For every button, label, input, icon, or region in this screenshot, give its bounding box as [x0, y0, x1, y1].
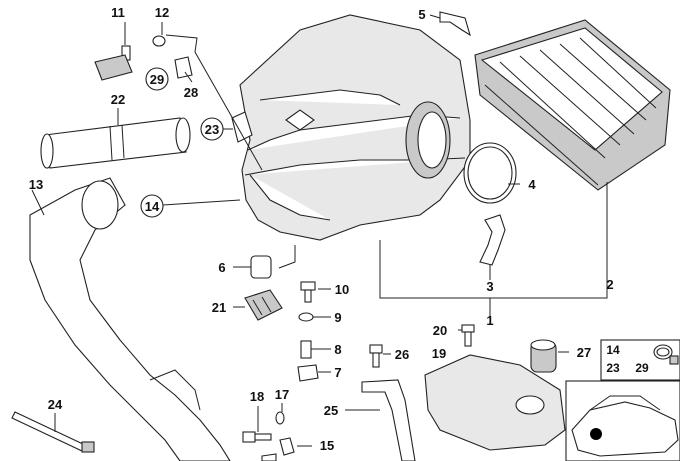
nut-7 — [297, 364, 319, 382]
legend-23: 23 — [606, 361, 620, 375]
cable-tie — [11, 411, 95, 453]
car-outline — [571, 401, 679, 457]
label-3: 3 — [486, 279, 493, 294]
label-26: 26 — [395, 347, 409, 362]
air-filter-housing — [239, 14, 471, 241]
clip-3 — [479, 214, 506, 266]
clip-15 — [279, 437, 295, 456]
label-11: 11 — [111, 5, 125, 20]
circled-label-14: 14 — [140, 194, 164, 218]
seal-ring-inner — [467, 146, 513, 200]
label-12: 12 — [155, 5, 169, 20]
damper-21 — [244, 289, 283, 321]
label-17: 17 — [275, 387, 289, 402]
resonator-19 — [424, 354, 566, 451]
label-18: 18 — [250, 389, 264, 404]
label-24: 24 — [48, 397, 63, 412]
screw-18 — [242, 431, 272, 443]
leader-lines — [31, 14, 608, 447]
label-20: 20 — [433, 323, 447, 338]
legend-box: 14 23 29 — [600, 339, 680, 381]
label-19: 19 — [432, 346, 446, 361]
circled-label-23: 23 — [200, 117, 224, 141]
label-27: 27 — [577, 345, 591, 360]
sensor-connector — [94, 45, 133, 81]
washer-9 — [298, 312, 314, 322]
rubber-8 — [300, 340, 312, 359]
seal-12 — [152, 35, 166, 47]
bracket-25 — [361, 379, 416, 461]
legend-clamp-icon — [653, 344, 679, 365]
air-filter-element — [474, 19, 671, 191]
intake-tube — [40, 117, 191, 169]
label-2: 2 — [606, 277, 613, 292]
label-15: 15 — [320, 438, 334, 453]
label-22: 22 — [111, 92, 125, 107]
intake-hose — [29, 177, 231, 461]
screw-20 — [461, 324, 475, 347]
screw-10 — [300, 281, 316, 303]
label-23: 23 — [205, 122, 219, 137]
label-7: 7 — [334, 365, 341, 380]
label-28: 28 — [184, 85, 198, 100]
screw-26 — [369, 344, 383, 368]
label-25: 25 — [324, 403, 338, 418]
bushing-6 — [250, 255, 272, 279]
circled-label-29: 29 — [145, 67, 169, 91]
label-21: 21 — [212, 300, 226, 315]
legend-29: 29 — [635, 361, 649, 375]
label-13: 13 — [29, 177, 43, 192]
vehicle-inset — [565, 380, 680, 461]
label-6: 6 — [218, 260, 225, 275]
label-14: 14 — [145, 199, 160, 214]
clip-5 — [439, 11, 471, 37]
sleeve-23 — [231, 111, 253, 143]
location-marker — [590, 428, 602, 440]
label-5: 5 — [418, 7, 425, 22]
label-10: 10 — [335, 282, 349, 297]
label-4: 4 — [528, 177, 536, 192]
legend-14: 14 — [606, 343, 620, 357]
bushing-28 — [174, 56, 193, 79]
washer-17 — [275, 411, 285, 425]
label-29: 29 — [150, 72, 164, 87]
label-9: 9 — [334, 310, 341, 325]
label-1: 1 — [486, 313, 493, 328]
cap-27 — [530, 339, 557, 373]
clip-15-base — [261, 453, 277, 461]
label-8: 8 — [334, 342, 341, 357]
